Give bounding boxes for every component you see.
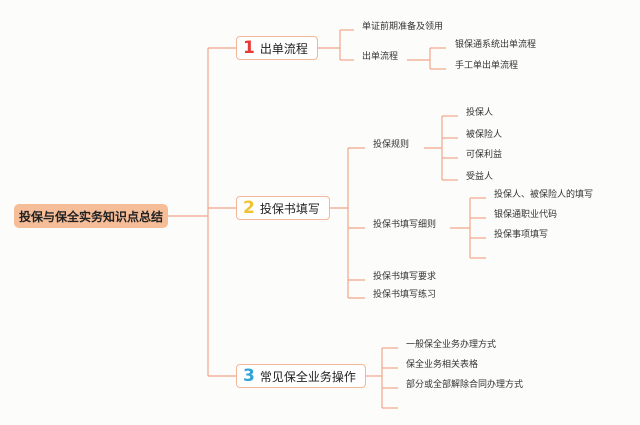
leaf-b2-c1-g0: 投保人、被保险人的填写 — [494, 190, 594, 200]
leaf-b3-c2: 部分或全部解除合同办理方式 — [406, 380, 524, 390]
leaf-b3-c1: 保全业务相关表格 — [406, 360, 479, 370]
branch-number-2: 2 — [243, 197, 255, 218]
leaf-b1-c1-g0: 银保通系统出单流程 — [455, 40, 537, 50]
branch-label-3: 常见保全业务操作 — [259, 369, 356, 384]
leaf-b2-c0-g3: 受益人 — [466, 172, 494, 182]
branch-number-1: 1 — [243, 37, 255, 58]
root-label: 投保与保全实务知识点总结 — [18, 209, 163, 224]
branch-node-2: 2 投保书填写 — [236, 196, 330, 220]
branch-label-2: 投保书填写 — [259, 201, 320, 216]
leaf-b2-c0-g0: 投保人 — [466, 108, 494, 118]
branch-node-1: 1 出单流程 — [236, 36, 318, 60]
leaf-b1-c1: 出单流程 — [362, 52, 399, 62]
root-node: 投保与保全实务知识点总结 — [14, 204, 168, 228]
leaf-b2-c3: 投保书填写练习 — [373, 290, 437, 300]
leaf-b2-c2: 投保书填写要求 — [373, 272, 437, 282]
branch-label-1: 出单流程 — [259, 41, 308, 56]
branch-node-3: 3 常见保全业务操作 — [236, 364, 366, 388]
leaf-b3-c0: 一般保全业务办理方式 — [406, 340, 497, 350]
leaf-b2-c1-g1: 银保通职业代码 — [494, 210, 558, 220]
leaf-b2-c0-g2: 可保利益 — [466, 150, 503, 160]
branch-number-3: 3 — [243, 365, 255, 386]
leaf-b1-c1-g1: 手工单出单流程 — [455, 61, 519, 71]
leaf-b2-c1: 投保书填写细则 — [373, 220, 437, 230]
leaf-b2-c0: 投保规则 — [373, 140, 410, 150]
leaf-b2-c0-g1: 被保险人 — [466, 130, 503, 140]
leaf-b1-c0: 单证前期准备及领用 — [362, 22, 444, 32]
leaf-b2-c1-g2: 投保事项填写 — [494, 230, 549, 240]
